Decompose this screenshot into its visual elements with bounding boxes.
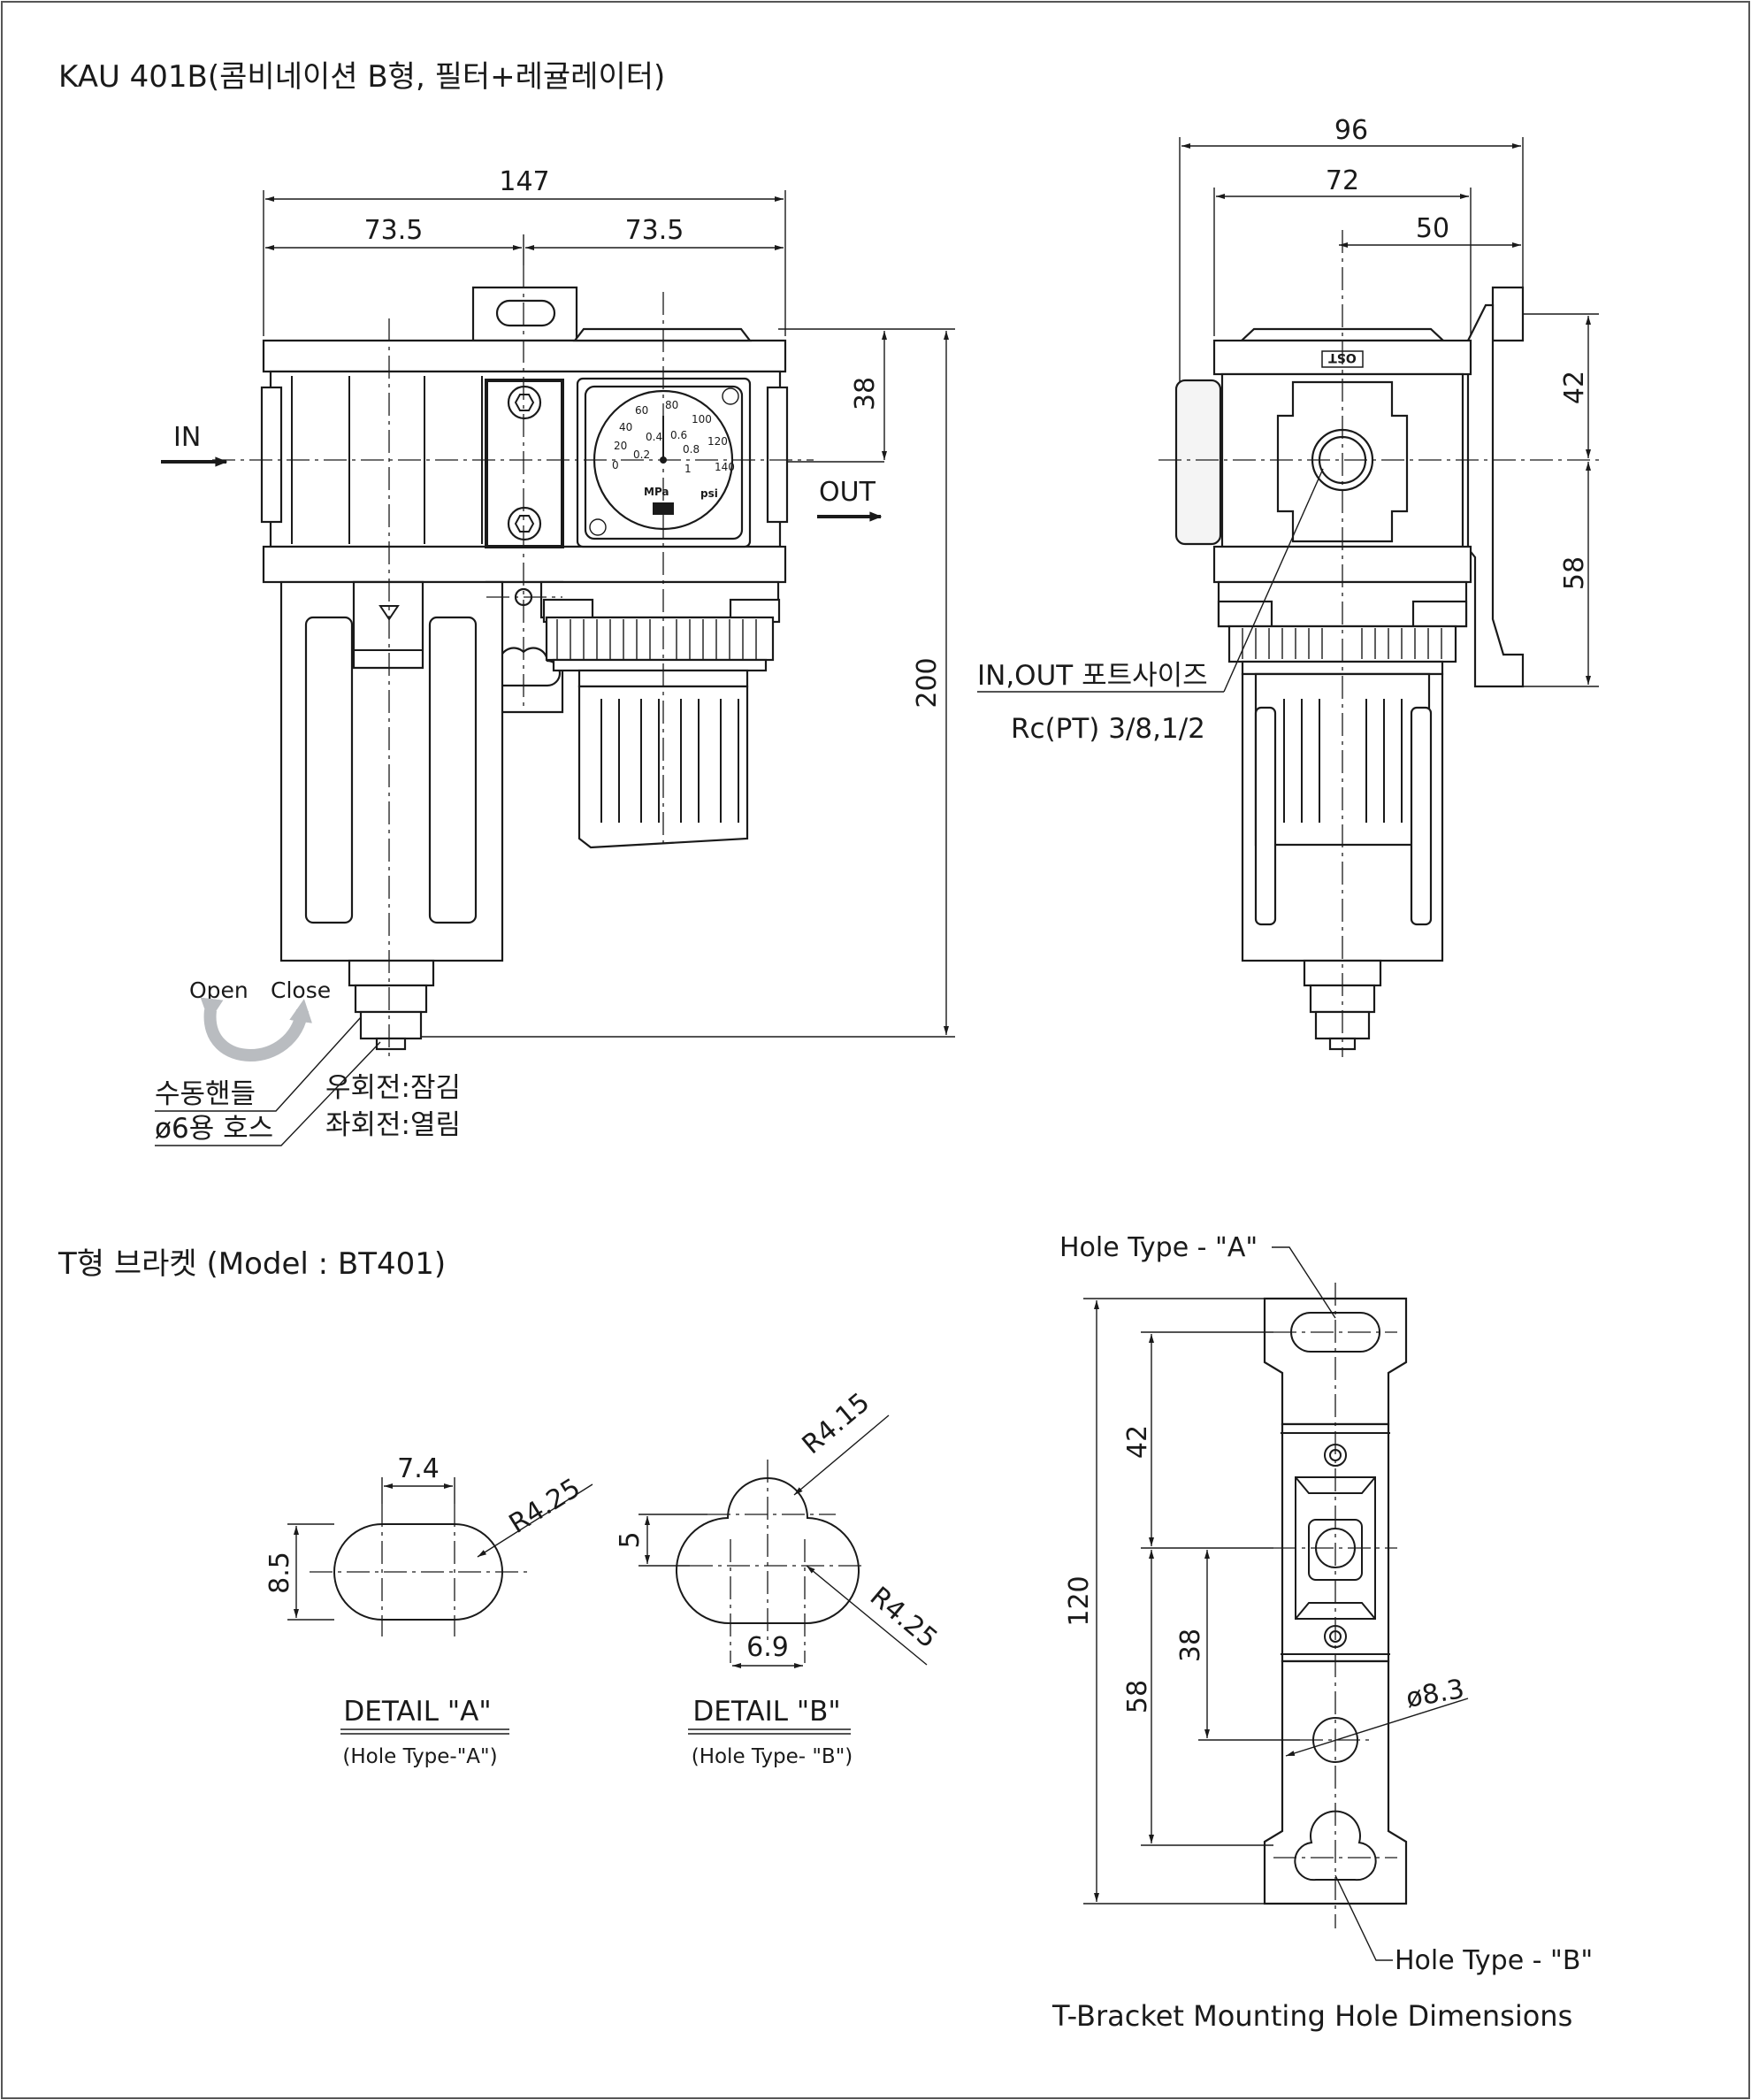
rotate-arrow-icon [200,997,312,1061]
svg-text:0.2: 0.2 [633,448,650,461]
dim-50: 50 [1416,213,1449,244]
svg-text:20: 20 [614,440,627,452]
left-turn-label: 좌회전:열림 [325,1109,461,1141]
dim-58: 58 [1559,556,1590,590]
svg-text:0.4: 0.4 [646,431,662,443]
dim-7-4: 7.4 [397,1453,440,1484]
detail-a-subtitle: (Hole Type-"A") [342,1745,497,1768]
bracket-caption: T-Bracket Mounting Hole Dimensions [1051,1999,1572,2033]
dim-8-5: 8.5 [264,1552,295,1594]
svg-text:120: 120 [707,435,728,448]
svg-text:40: 40 [619,421,632,433]
dim-73-5-left: 73.5 [364,215,424,246]
open-label: Open [189,977,249,1003]
front-view: 147 73.5 73.5 38 200 [155,166,955,1146]
dim-dia-8-3: ø8.3 [1403,1674,1466,1714]
side-view: 96 72 50 42 58 OST [977,115,1599,1057]
detail-a-title: DETAIL "A" [343,1696,491,1728]
detail-b-subtitle: (Hole Type- "B") [692,1745,853,1768]
dim-42: 42 [1559,371,1590,404]
svg-text:0.8: 0.8 [683,443,700,456]
handle-label: 수동핸들 [155,1078,256,1110]
dim-6-9: 6.9 [746,1632,789,1663]
main-title: KAU 401B(콤비네이션 B형, 필터+레귤레이터) [58,59,665,95]
dim-58-bracket: 58 [1122,1680,1153,1713]
t-bracket: 120 42 58 38 ø8.3 Hole Type - "A" Hole T… [1051,1232,1593,2033]
svg-text:MPa: MPa [644,486,669,498]
dim-r4-15: R4.15 [797,1387,876,1460]
svg-text:140: 140 [715,461,735,473]
svg-text:0.6: 0.6 [670,429,687,441]
close-label: Close [271,977,331,1003]
dim-72: 72 [1326,165,1359,196]
drain-valve[interactable] [359,1010,423,1040]
svg-text:psi: psi [700,487,718,500]
bracket-title: T형 브라켓 (Model : BT401) [57,1246,446,1282]
detail-b-title: DETAIL "B" [692,1696,840,1728]
hole-type-a-label: Hole Type - "A" [1059,1232,1258,1263]
in-label: IN [173,422,201,453]
dim-96: 96 [1334,115,1368,146]
out-label: OUT [819,477,876,508]
dim-38-bracket: 38 [1175,1629,1206,1662]
dim-147: 147 [499,166,549,197]
svg-text:100: 100 [692,413,712,425]
dim-120: 120 [1064,1575,1095,1626]
dim-73-5-right: 73.5 [625,215,684,246]
dim-r4-25-a: R4.25 [504,1473,586,1540]
port-size-label: IN,OUT 포트사이즈 [977,660,1208,692]
keyhole-icon [676,1477,860,1625]
svg-text:60: 60 [635,404,648,417]
hole-type-b-label: Hole Type - "B" [1395,1945,1593,1976]
dim-r4-25-b: R4.25 [864,1581,944,1654]
port-size-value: Rc(PT) 3/8,1/2 [1011,713,1205,745]
hose-label: ø6용 호스 [155,1113,273,1145]
hex-bolt-icon [507,506,542,541]
gauge-scale: 0 20 40 60 80 100 120 140 0.2 0.4 0.6 0.… [612,399,735,500]
dim-200: 200 [912,657,943,708]
detail-b: 5 6.9 R4.15 R4.25 DETAIL "B" (Hole Type-… [615,1387,944,1768]
hole-type-b-icon [1294,1810,1377,1882]
svg-text:80: 80 [665,399,678,411]
dim-42-bracket: 42 [1122,1425,1153,1459]
right-turn-label: 우회전:잠김 [325,1072,461,1104]
detail-a: 7.4 8.5 R4.25 DETAIL "A" (Hole Type-"A") [264,1453,593,1768]
svg-text:1: 1 [684,463,692,475]
svg-text:0: 0 [612,459,619,471]
dim-38: 38 [850,377,881,410]
hex-bolt-icon [507,385,542,420]
dim-5: 5 [615,1531,646,1548]
